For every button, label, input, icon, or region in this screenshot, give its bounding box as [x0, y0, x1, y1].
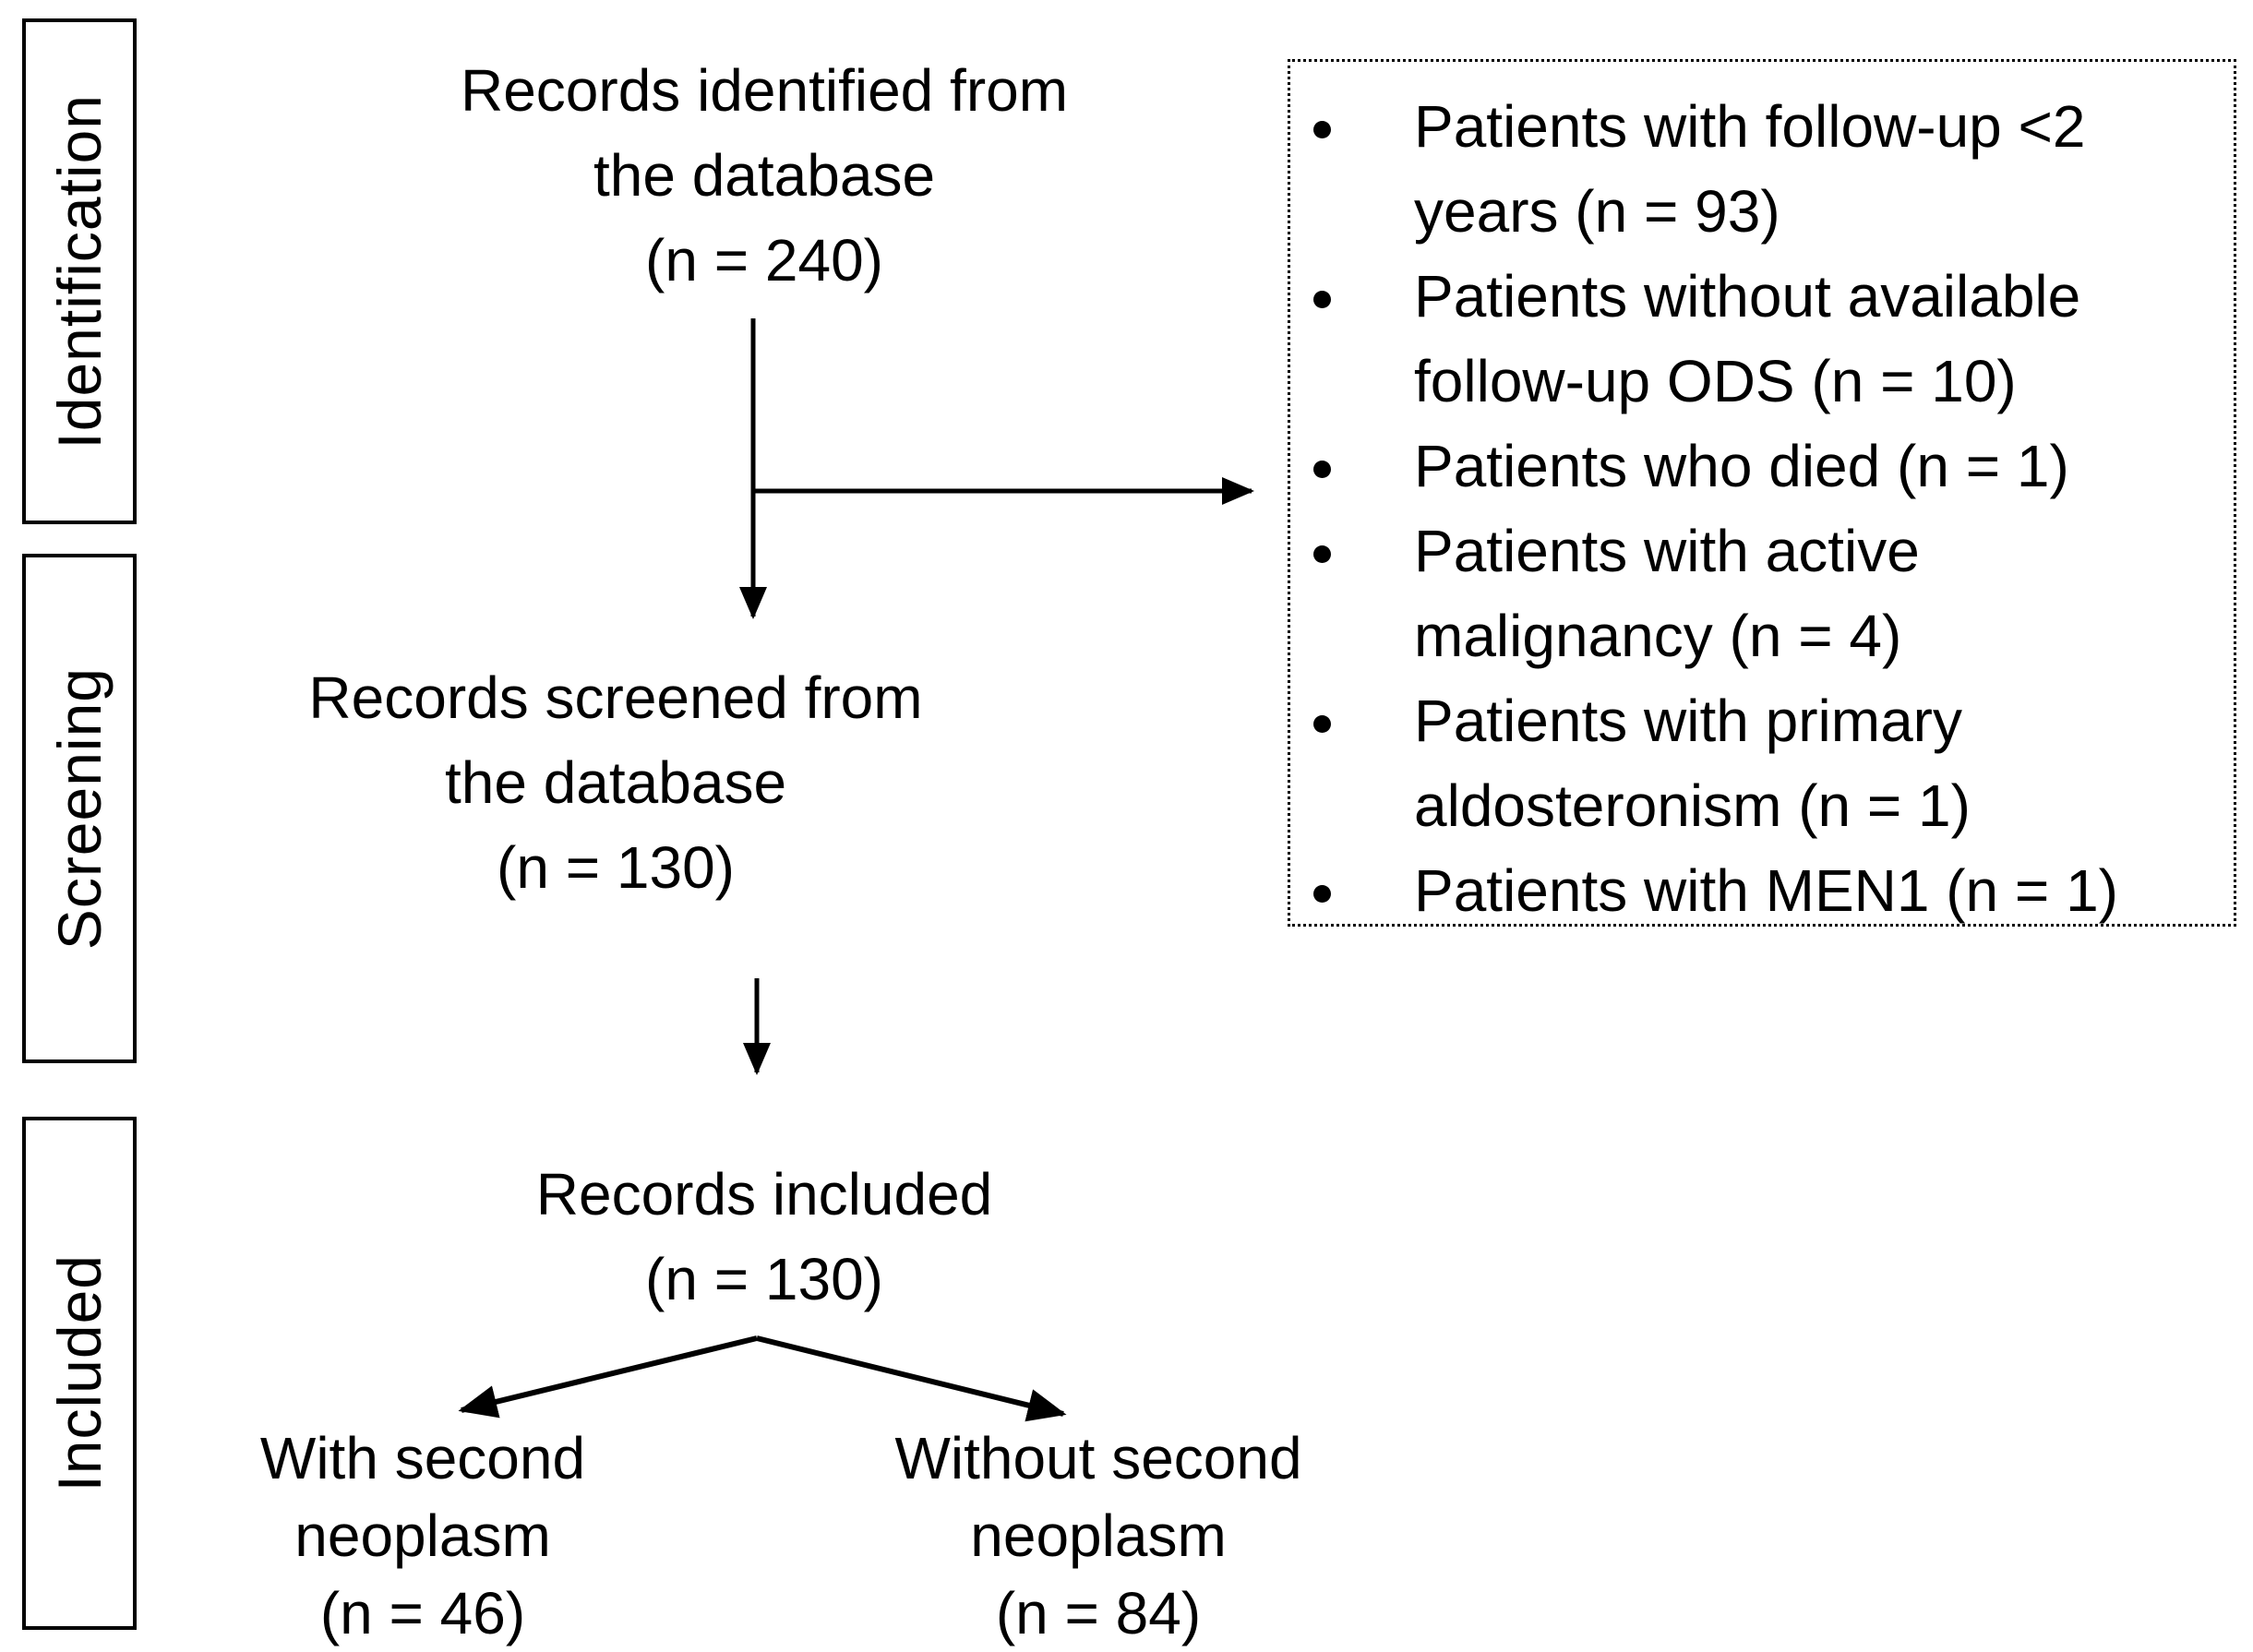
exclusion-item: Patients who died (n = 1) [1355, 424, 2224, 509]
arrow-included-to-without-neoplasm [756, 1335, 1067, 1422]
exclusions-list: Patients with follow-up <2 years (n = 93… [1290, 62, 2234, 933]
exclusion-item: Patients with active malignancy (n = 4) [1355, 509, 2224, 678]
exclusion-item: Patients with MEN1 (n = 1) [1355, 848, 2224, 933]
stage-label-screening: Screening [45, 666, 114, 951]
node-without-second-neoplasm: Without second neoplasm (n = 84) [894, 1425, 1302, 1646]
exclusions-box: Patients with follow-up <2 years (n = 93… [1288, 59, 2236, 927]
stage-box-included: Included [22, 1117, 137, 1630]
node-records-screened: Records screened from the database (n = … [308, 664, 923, 901]
exclusion-item: Patients with follow-up <2 years (n = 93… [1355, 84, 2224, 254]
node-records-identified: Records identified from the database (n … [460, 57, 1069, 293]
exclusion-item: Patients with primary aldosteronism (n =… [1355, 678, 2224, 848]
stage-box-screening: Screening [22, 554, 137, 1063]
arrow-included-to-with-neoplasm [458, 1335, 758, 1419]
node-with-second-neoplasm: With second neoplasm (n = 46) [259, 1425, 586, 1646]
stage-box-identification: Identification [22, 18, 137, 524]
node-records-included: Records included (n = 130) [535, 1161, 993, 1312]
stage-label-identification: Identification [45, 93, 114, 449]
exclusion-item: Patients without available follow-up ODS… [1355, 254, 2224, 424]
